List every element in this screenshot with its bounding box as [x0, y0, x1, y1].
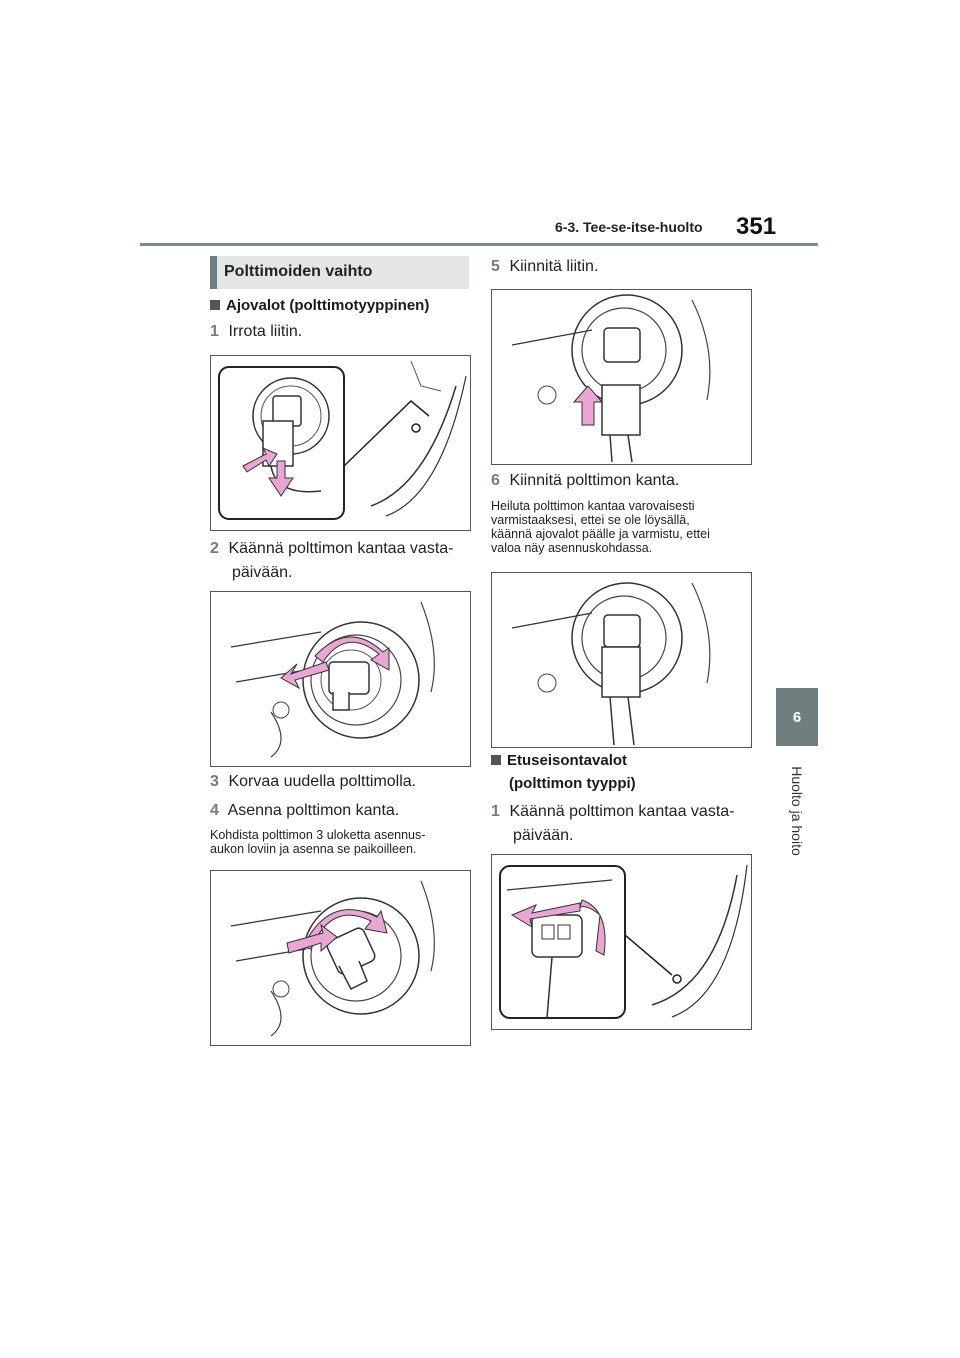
square-bullet-icon — [210, 300, 220, 310]
step-5-right: 5 Kiinnitä liitin. — [491, 258, 599, 275]
subhead-parking-lights: Etuseisontavalot — [491, 750, 750, 772]
chapter-tab: 6 — [776, 688, 818, 746]
figure-rotate-bulb-base — [210, 591, 471, 767]
note-left-line2: aukon loviin ja asenna se paikoilleen. — [210, 842, 417, 856]
note-right-line3: käännä ajovalot päälle ja varmistu, ette… — [491, 527, 710, 541]
section-title: Polttimoiden vaihto — [224, 263, 373, 280]
square-bullet-icon — [491, 755, 501, 765]
step-4-left: 4 Asenna polttimon kanta. — [210, 802, 400, 819]
chapter-label-text: Huolto ja hoito — [789, 766, 805, 856]
section-title-box: Polttimoiden vaihto — [210, 256, 469, 289]
step-1-right-cont: päivään. — [513, 827, 574, 844]
step-2-left-cont: päivään. — [232, 564, 293, 581]
figure-attach-connector — [491, 289, 752, 465]
figure-attach-bulb-base — [491, 572, 752, 748]
section-title-bar — [210, 256, 217, 289]
note-left-line1: Kohdista polttimon 3 uloketta asennus- — [210, 828, 426, 842]
page-number: 351 — [736, 213, 777, 240]
figure-remove-connector — [210, 355, 471, 531]
step-3-left: 3 Korvaa uudella polttimolla. — [210, 773, 417, 790]
note-right-line4: valoa näy asennuskohdassa. — [491, 541, 653, 555]
running-header-section: 6-3. Tee-se-itse-huolto — [555, 219, 703, 235]
note-right-line1: Heiluta polttimon kantaa varovaisesti — [491, 499, 695, 513]
step-1-left: 1 Irrota liitin. — [210, 323, 303, 340]
chapter-label: Huolto ja hoito — [783, 756, 811, 866]
header-rule — [140, 243, 818, 246]
figure-install-bulb-base — [210, 870, 471, 1046]
subhead-headlights: Ajovalot (polttimotyyppinen) — [210, 295, 469, 317]
step-1-right: 1 Käännä polttimon kantaa vasta- — [491, 803, 735, 820]
step-2-left: 2 Käännä polttimon kantaa vasta- — [210, 540, 454, 557]
figure-rotate-parking-bulb — [491, 854, 752, 1030]
subhead-parking-lights-cont: (polttimon tyyppi) — [509, 775, 636, 792]
note-right-line2: varmistaaksesi, ettei se ole löysällä, — [491, 513, 690, 527]
step-6-right: 6 Kiinnitä polttimon kanta. — [491, 472, 680, 489]
